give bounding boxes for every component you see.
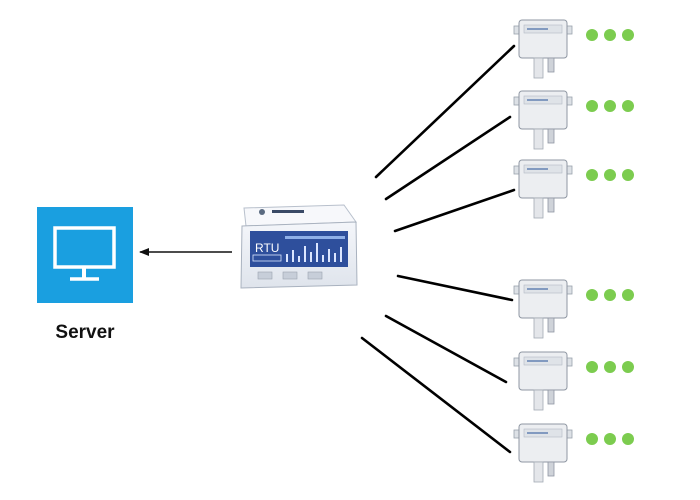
continuation-dots (586, 100, 634, 112)
continuation-dot (604, 169, 616, 181)
link-line (393, 188, 516, 233)
server-node (37, 207, 133, 303)
sensor-node (513, 19, 634, 79)
continuation-dots (586, 169, 634, 181)
continuation-dot (586, 169, 598, 181)
monitor-icon (53, 226, 116, 281)
continuation-dot (586, 361, 598, 373)
wall-sensor-icon (513, 423, 573, 483)
continuation-dot (622, 433, 634, 445)
link-line (360, 336, 512, 454)
wall-sensor-icon (513, 19, 573, 79)
server-label: Server (55, 322, 115, 343)
continuation-dots (586, 433, 634, 445)
wall-sensor-icon (513, 90, 573, 150)
sensor-node (513, 90, 634, 150)
continuation-dot (586, 433, 598, 445)
rtu-gateway: RTU (240, 204, 358, 289)
rtu-label: RTU (255, 241, 279, 255)
link-line (374, 44, 516, 179)
continuation-dot (586, 29, 598, 41)
continuation-dot (604, 361, 616, 373)
continuation-dot (586, 100, 598, 112)
continuation-dot (604, 289, 616, 301)
continuation-dot (622, 361, 634, 373)
sensor-node (513, 279, 634, 339)
sensor-node (513, 423, 634, 483)
continuation-dots (586, 361, 634, 373)
sensor-node (513, 159, 634, 219)
link-line (384, 314, 508, 384)
continuation-dot (604, 433, 616, 445)
wall-sensor-icon (513, 159, 573, 219)
continuation-dots (586, 289, 634, 301)
continuation-dot (604, 29, 616, 41)
continuation-dot (622, 289, 634, 301)
continuation-dots (586, 29, 634, 41)
sensor-node (513, 351, 634, 411)
server-tile (37, 207, 133, 303)
link-line (396, 274, 514, 302)
wall-sensor-icon (513, 351, 573, 411)
wall-sensor-icon (513, 279, 573, 339)
continuation-dot (604, 100, 616, 112)
continuation-dot (622, 29, 634, 41)
link-line (384, 115, 512, 201)
sensor-links (360, 44, 516, 454)
continuation-dot (622, 169, 634, 181)
sensor-group (513, 19, 634, 483)
continuation-dot (586, 289, 598, 301)
rtu-gateway-icon (240, 204, 358, 289)
continuation-dot (622, 100, 634, 112)
